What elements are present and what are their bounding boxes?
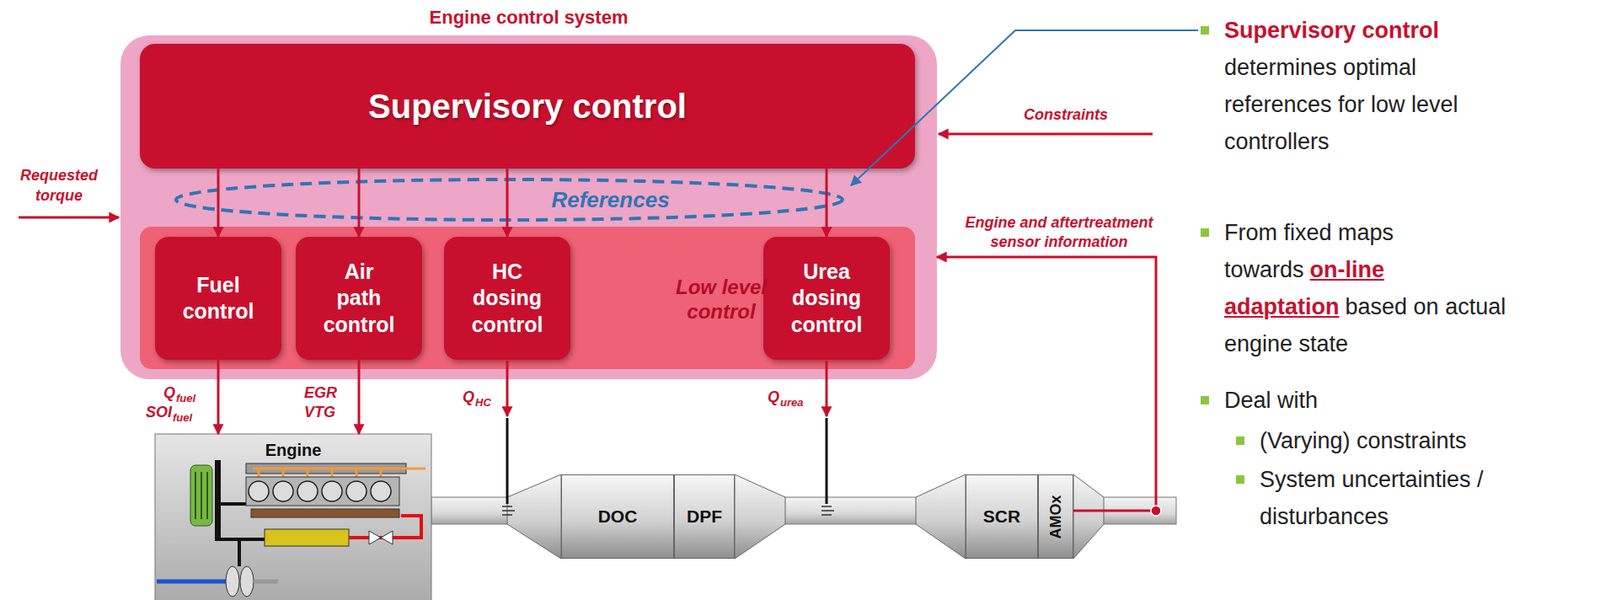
filter-section: DPF bbox=[674, 474, 735, 559]
callout-leader bbox=[850, 30, 1199, 186]
manifold bbox=[251, 508, 400, 518]
dosing-arrow bbox=[506, 360, 509, 417]
egr-line bbox=[348, 515, 422, 538]
input-label: Constraints bbox=[1002, 104, 1130, 125]
controller-box: Urea dosing control bbox=[763, 236, 890, 360]
box-label: Urea dosing control bbox=[791, 258, 863, 338]
section-label: SCR bbox=[983, 506, 1021, 527]
signal-name: Q bbox=[163, 383, 176, 402]
band-label: Low level control bbox=[649, 275, 793, 325]
controller-box: HC dosing control bbox=[444, 236, 571, 360]
outlet-cone bbox=[1073, 474, 1104, 559]
bullet-text: determines optimal references for low le… bbox=[1224, 54, 1459, 155]
catalyst-section: SCR bbox=[965, 474, 1039, 559]
outlet-cone bbox=[734, 474, 786, 559]
bullet-item: From fixed maps towardson-line adaptatio… bbox=[1200, 214, 1515, 363]
references-outline bbox=[173, 176, 846, 223]
input-arrow bbox=[18, 216, 119, 220]
section-label: AMOx bbox=[1047, 494, 1065, 539]
supervisory-box: Supervisory control bbox=[139, 43, 916, 169]
air-inlet bbox=[156, 579, 226, 584]
catalyst-section: AMOx bbox=[1038, 474, 1074, 559]
sensor-dot bbox=[1150, 505, 1162, 516]
engine-block bbox=[246, 476, 400, 506]
box-label: Air path control bbox=[323, 258, 396, 338]
signal-arrow bbox=[217, 359, 220, 434]
bullet-square bbox=[1200, 26, 1210, 35]
bullet-square bbox=[1236, 475, 1245, 484]
edge-label: Engine and aftertreatment sensor informa… bbox=[941, 213, 1178, 252]
low-level-band: Low level control Fuel control Air path co… bbox=[139, 226, 916, 370]
input-label: Requested torque bbox=[11, 165, 107, 206]
radiator-fins bbox=[195, 471, 208, 520]
section-label: DPF bbox=[686, 506, 723, 527]
inlet-cone bbox=[507, 474, 562, 559]
bullet-text: System uncertainties / disturbances bbox=[1259, 466, 1484, 530]
box-label: Fuel control bbox=[182, 272, 255, 326]
turbine bbox=[240, 566, 254, 597]
signal-arrow bbox=[358, 359, 361, 434]
signal-arrow bbox=[825, 168, 829, 237]
signal-name: Q bbox=[767, 387, 780, 407]
bullet-square bbox=[1200, 228, 1210, 237]
bullet-item: (Varying) constraints bbox=[1236, 422, 1582, 460]
bullet-item: System uncertainties / disturbances bbox=[1236, 460, 1582, 536]
control-system-panel: Engine control systemSupervisory control… bbox=[120, 35, 937, 380]
engine-housing bbox=[155, 433, 432, 600]
inlet-cone bbox=[915, 474, 966, 559]
signal-arrow bbox=[358, 168, 361, 237]
radiator bbox=[190, 465, 213, 526]
signal-name: SOI bbox=[145, 402, 172, 422]
controller-box: Air path control bbox=[295, 236, 423, 360]
signal-subscript: fuel bbox=[172, 411, 193, 424]
compressor bbox=[225, 566, 240, 597]
ellipse-label: References bbox=[348, 187, 669, 214]
panel-heading: Engine control system bbox=[120, 6, 937, 29]
dashed-ellipse bbox=[176, 179, 843, 220]
box-label: HC dosing control bbox=[471, 258, 544, 338]
box-title: Supervisory control bbox=[368, 87, 687, 126]
section-label: DOC bbox=[598, 506, 638, 527]
turbo-shaft bbox=[253, 579, 279, 584]
bullet-square bbox=[1236, 436, 1245, 445]
bullet-text: (Varying) constraints bbox=[1259, 428, 1467, 454]
signal-arrow bbox=[936, 256, 1156, 511]
bullet-item: Supervisory control determines optimal re… bbox=[1200, 11, 1503, 161]
bullet-item: Deal with bbox=[1200, 381, 1555, 419]
catalyst-section: DOC bbox=[561, 474, 675, 559]
signal-name: EGR bbox=[304, 383, 338, 402]
egr-cooler bbox=[264, 529, 349, 546]
bullet-text: Deal with bbox=[1224, 387, 1318, 413]
egr-valve bbox=[369, 530, 393, 545]
intake-duct bbox=[214, 460, 221, 541]
turbo-duct bbox=[237, 539, 241, 567]
input-arrow bbox=[938, 133, 1153, 136]
box-label: Engine bbox=[265, 433, 322, 461]
controller-box: Fuel control bbox=[155, 236, 282, 360]
engine-box: Engine bbox=[155, 433, 432, 600]
signal-subscript: urea bbox=[780, 395, 803, 409]
dosing-arrow bbox=[825, 360, 829, 417]
signal-subscript: fuel bbox=[176, 391, 196, 405]
bullet-text: Supervisory control bbox=[1224, 11, 1503, 49]
bullet-square bbox=[1200, 395, 1210, 405]
signal-name: Q bbox=[462, 387, 475, 407]
signal-arrow bbox=[506, 168, 509, 237]
signal-subscript: HC bbox=[475, 395, 492, 409]
signal-arrow bbox=[217, 168, 220, 237]
signal-name: VTG bbox=[304, 402, 336, 422]
cylinders bbox=[248, 481, 391, 502]
references-ellipse: References bbox=[173, 176, 846, 223]
